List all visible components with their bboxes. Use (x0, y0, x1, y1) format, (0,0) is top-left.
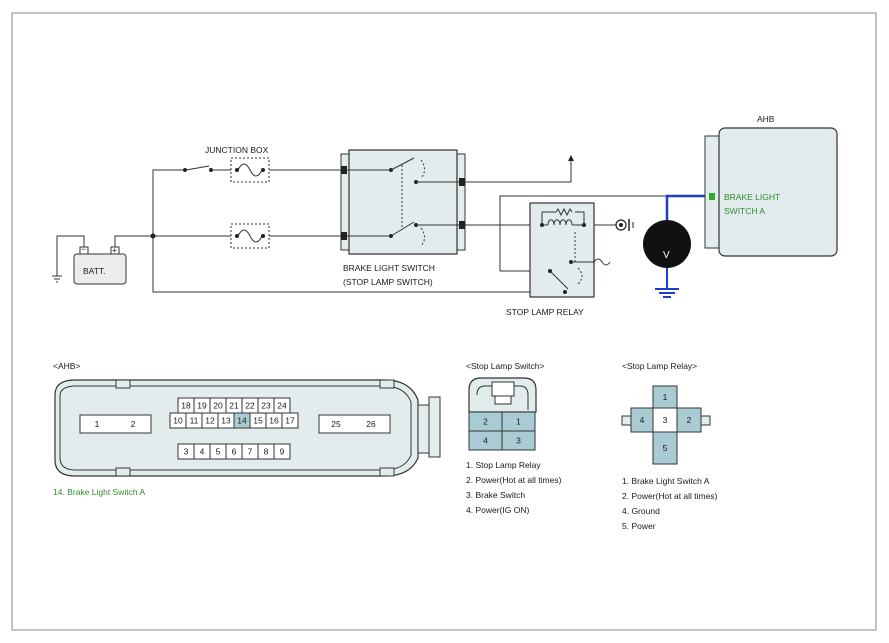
ahb-pin-sublabel: SWITCH A (724, 206, 765, 216)
brake-light-switch (340, 149, 466, 255)
ahb-pin-9-cell (273, 443, 291, 460)
ahb-pin-17: 17 (285, 416, 295, 426)
ahb-pin-10: 10 (173, 416, 183, 426)
diagram-frame (11, 12, 877, 631)
stop-lamp-switch-pin-2: 2 (483, 417, 488, 427)
ahb-pin-7: 7 (248, 447, 253, 457)
stop-lamp-switch-pins: 2 1 4 3 (468, 411, 536, 451)
battery: − + BATT. (73, 244, 127, 285)
stop-lamp-relay-label: STOP LAMP RELAY (506, 307, 584, 317)
brake-light-switch-label: BRAKE LIGHT SWITCH (343, 263, 435, 273)
stop-lamp-switch-legend-item: 4. Power(IG ON) (466, 505, 529, 515)
stop-lamp-relay-legend-item: 5. Power (622, 521, 656, 531)
stop-lamp-relay-legend-item: 2. Power(Hot at all times) (622, 491, 718, 501)
junction-box-fuse-1 (230, 157, 270, 183)
ahb-pin-14: 14 (237, 416, 247, 426)
stop-lamp-relay-pin-5: 5 (663, 443, 668, 453)
ahb-pin-19: 19 (197, 401, 207, 411)
ahb-pin-11: 11 (190, 416, 199, 426)
ahb-pin-17-cell (281, 412, 299, 429)
brake-light-switch-sublabel: (STOP LAMP SWITCH) (343, 277, 433, 287)
ahb-pin-4: 4 (200, 447, 205, 457)
ahb-pin-15: 15 (253, 416, 263, 426)
ahb-pin-18: 18 (181, 401, 191, 411)
stop-lamp-switch-legend: 1. Stop Lamp Relay 2. Power(Hot at all ti… (466, 460, 562, 515)
ahb-pin-3: 3 (184, 447, 189, 457)
voltmeter: V (643, 220, 691, 268)
ground-icon (655, 268, 679, 298)
stop-lamp-switch-pin-3-cell (501, 430, 536, 451)
svg-text:−: − (81, 244, 86, 254)
wiring (114, 155, 712, 293)
ahb-pin-21: 21 (229, 401, 239, 411)
ahb-pin-20: 20 (213, 401, 223, 411)
stop-lamp-relay-pin-2: 2 (687, 415, 692, 425)
ahb-connector-caption: 14. Brake Light Switch A (53, 487, 145, 497)
ahb-pin-24: 24 (277, 401, 287, 411)
ahb-pin-label: BRAKE LIGHT (724, 192, 780, 202)
lamp-icon (615, 219, 634, 231)
ahb-pin-13: 13 (221, 416, 231, 426)
junction-box-label: JUNCTION BOX (205, 145, 269, 155)
battery-label: BATT. (83, 266, 106, 276)
svg-text:+: + (112, 245, 117, 255)
stop-lamp-relay-pin-4: 4 (640, 415, 645, 425)
stop-lamp-switch-legend-item: 1. Stop Lamp Relay (466, 460, 541, 470)
stop-lamp-switch-pin-3: 3 (516, 436, 521, 446)
stop-lamp-relay-legend-item: 1. Brake Light Switch A (622, 476, 710, 486)
stop-lamp-relay-pins: 1 4 3 2 5 (630, 385, 702, 465)
ahb-pin-9: 9 (280, 447, 285, 457)
stop-lamp-switch-connector (468, 377, 537, 413)
ahb-pin-23: 23 (261, 401, 271, 411)
ahb-pin-16: 16 (269, 416, 279, 426)
ahb-pin-26: 26 (366, 419, 376, 429)
stop-lamp-relay-pin-1: 1 (663, 392, 668, 402)
battery-ground-symbol (52, 235, 85, 283)
stop-lamp-relay-title: <Stop Lamp Relay> (622, 361, 697, 371)
ahb-label: AHB (757, 114, 775, 124)
ahb-pin-6: 6 (232, 447, 237, 457)
ahb-pin-5: 5 (216, 447, 221, 457)
stop-lamp-switch-legend-item: 2. Power(Hot at all times) (466, 475, 562, 485)
ahb-pin-22: 22 (245, 401, 255, 411)
stop-lamp-relay-legend-item: 4. Ground (622, 506, 660, 516)
ahb-pin-2: 2 (131, 419, 136, 429)
junction-box-fuse-2 (230, 223, 270, 249)
signal-wire (665, 194, 712, 220)
stop-lamp-switch-legend-item: 3. Brake Switch (466, 490, 525, 500)
ahb-pin-8: 8 (264, 447, 269, 457)
stop-lamp-switch-pin-4: 4 (483, 436, 488, 446)
ahb-pin-1: 1 (95, 419, 100, 429)
stop-lamp-relay-pin-5-cell (652, 431, 678, 465)
ahb-pin-12: 12 (205, 416, 215, 426)
stop-lamp-relay-legend: 1. Brake Light Switch A 2. Power(Hot at a… (622, 476, 718, 531)
ahb-connector-title: <AHB> (53, 361, 80, 371)
stop-lamp-relay (529, 202, 611, 298)
stop-lamp-switch-title: <Stop Lamp Switch> (466, 361, 544, 371)
ahb-pin-25: 25 (331, 419, 341, 429)
stop-lamp-relay-pin-2-cell (676, 407, 702, 433)
stop-lamp-switch-pin-1: 1 (516, 417, 521, 427)
stop-lamp-relay-pin-3: 3 (663, 415, 668, 425)
voltmeter-symbol: V (663, 250, 670, 261)
ahb-module (704, 127, 838, 257)
